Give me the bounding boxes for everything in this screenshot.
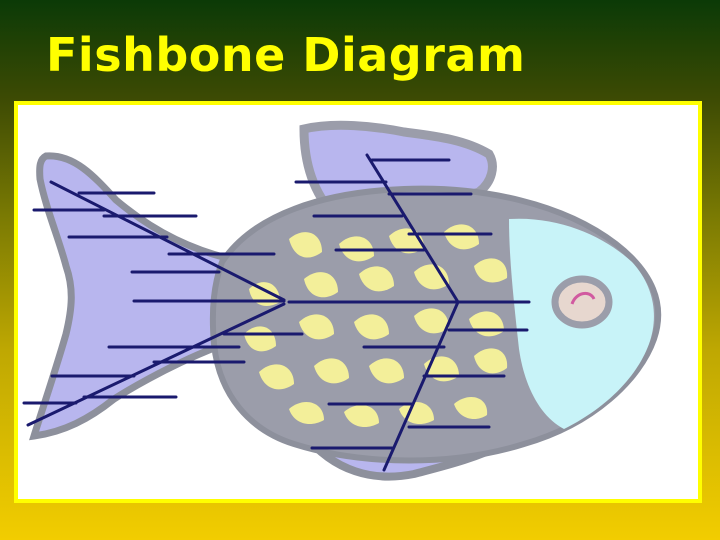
head-rib-lower — [382, 300, 460, 472]
tail-rib-upper — [49, 180, 286, 302]
head-rib-upper — [365, 153, 460, 304]
fish-pupil — [570, 291, 596, 305]
fishbone-diagram — [22, 120, 662, 481]
diagram-frame — [14, 101, 702, 503]
fish-tail-fin — [29, 152, 258, 441]
fish-eye — [551, 275, 613, 329]
tail-rib-lower — [26, 302, 286, 427]
slide-title: Fishbone Diagram — [46, 28, 526, 82]
fishbone-lines — [22, 153, 531, 472]
fish-illustration — [29, 120, 662, 481]
